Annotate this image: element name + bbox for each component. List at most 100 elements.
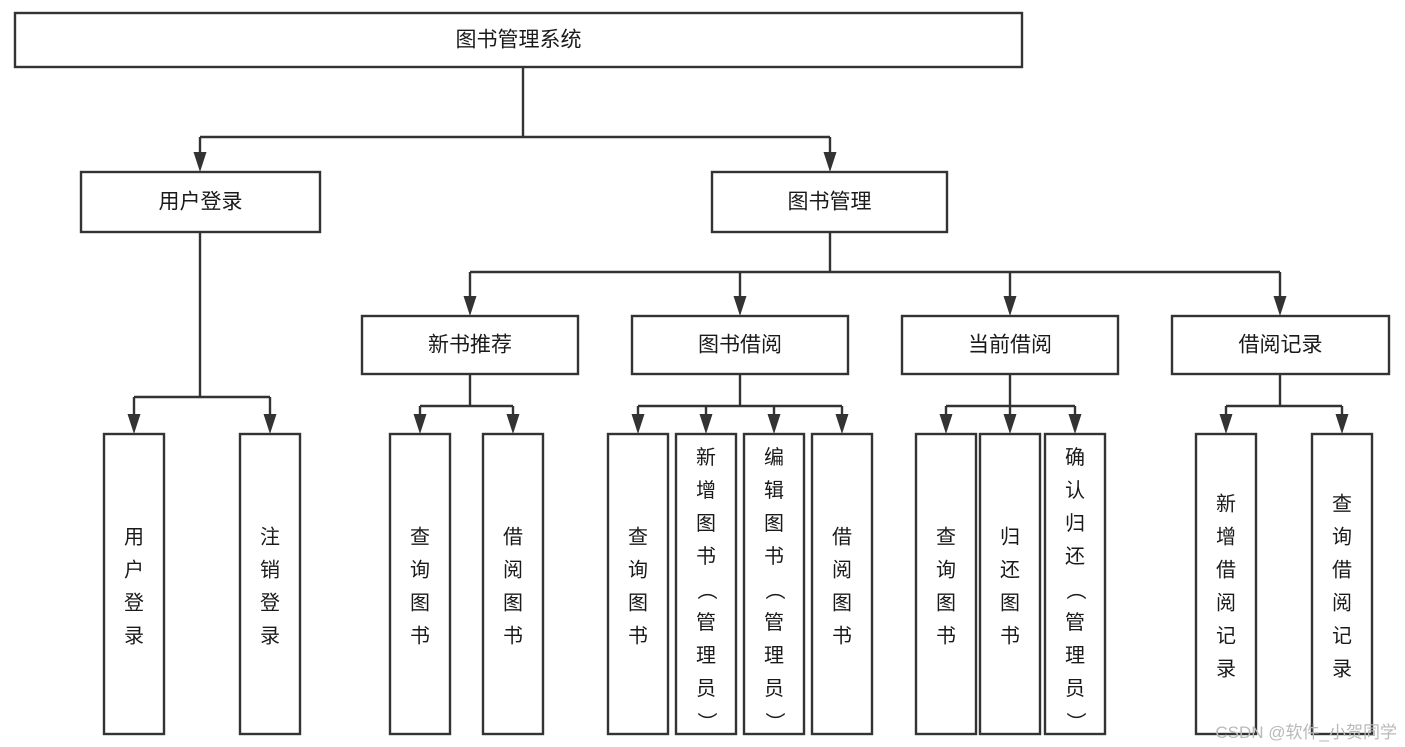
svg-text:员: 员 [696,678,716,700]
arrow-head-icon [263,414,277,434]
svg-text:归: 归 [1065,512,1085,535]
svg-text:认: 认 [1065,479,1085,502]
svg-text:理: 理 [696,645,716,667]
node-label: 图书管理系统 [456,29,582,52]
leaf-node-用户登录[interactable]: 用户登录 [102,432,166,736]
arrow-head-icon [463,296,477,316]
node-box [481,432,545,736]
arrow-head-icon [193,152,207,172]
arrow-head-icon [413,414,427,434]
svg-text:查: 查 [628,526,648,549]
connector-newbook-to-leaves [413,374,520,434]
svg-text:书: 书 [696,545,716,568]
svg-text:归: 归 [1000,526,1020,549]
svg-text:增: 增 [1216,526,1236,549]
arrow-head-icon [699,414,713,434]
svg-text:销: 销 [260,559,280,582]
svg-text:理: 理 [1065,645,1085,667]
arrow-head-icon [939,414,953,434]
svg-text:借: 借 [1332,559,1352,582]
arrow-head-icon [127,414,141,434]
svg-text:查: 查 [1332,493,1352,516]
svg-text:阅: 阅 [1332,592,1352,615]
node-box [238,432,302,736]
connector-userlogin-to-leaves [127,232,277,434]
svg-text:用: 用 [124,527,144,549]
svg-text:书: 书 [832,625,852,648]
svg-text:还: 还 [1000,559,1020,582]
svg-text:）: ） [1064,712,1087,732]
level3-node-当前借阅[interactable]: 当前借阅 [900,314,1120,376]
connector-record-to-leaves [1219,374,1349,434]
svg-text:）: ） [763,712,786,732]
svg-text:询: 询 [628,559,648,582]
node-label: 新书推荐 [428,334,512,357]
svg-text:新: 新 [1216,493,1236,516]
node-box [710,170,949,234]
svg-text:询: 询 [410,559,430,582]
arrow-head-icon [631,414,645,434]
svg-text:图: 图 [503,593,523,615]
svg-text:管: 管 [696,611,716,634]
level2-node-用户登录[interactable]: 用户登录 [79,170,322,234]
connector-root-to-level2 [193,67,837,172]
arrow-head-icon [1335,414,1349,434]
level2-node-图书管理[interactable]: 图书管理 [710,170,949,234]
connector-current-to-leaves [939,374,1082,434]
svg-text:询: 询 [1332,526,1352,549]
svg-text:借: 借 [832,526,852,549]
svg-text:理: 理 [764,645,784,667]
svg-text:登: 登 [124,592,144,615]
svg-text:书: 书 [764,545,784,568]
svg-text:书: 书 [503,625,523,648]
node-box [1170,314,1391,376]
root-node-图书管理系统[interactable]: 图书管理系统 [13,11,1024,69]
arrow-head-icon [506,414,520,434]
svg-text:登: 登 [260,592,280,615]
level3-node-新书推荐[interactable]: 新书推荐 [360,314,580,376]
node-box [674,432,738,736]
svg-text:图: 图 [936,593,956,615]
node-label: 用户登录 [124,527,144,648]
arrow-head-icon [1003,414,1017,434]
svg-text:还: 还 [1065,545,1085,568]
svg-text:辑: 辑 [764,479,784,502]
node-layer: 图书管理系统用户登录图书管理新书推荐图书借阅当前借阅借阅记录用户登录注销登录查询… [13,11,1391,736]
node-box [810,432,874,736]
level3-node-图书借阅[interactable]: 图书借阅 [630,314,850,376]
node-box [1194,432,1258,736]
level3-node-借阅记录[interactable]: 借阅记录 [1170,314,1391,376]
svg-text:阅: 阅 [832,559,852,582]
arrow-head-icon [1219,414,1233,434]
svg-text:查: 查 [936,526,956,549]
node-box [360,314,580,376]
svg-text:编: 编 [764,446,784,469]
svg-text:借: 借 [1216,559,1236,582]
node-label: 用户登录 [159,191,243,214]
node-box [900,314,1120,376]
node-box [742,432,806,736]
node-label: 图书管理 [788,191,872,214]
svg-text:图: 图 [628,593,648,615]
